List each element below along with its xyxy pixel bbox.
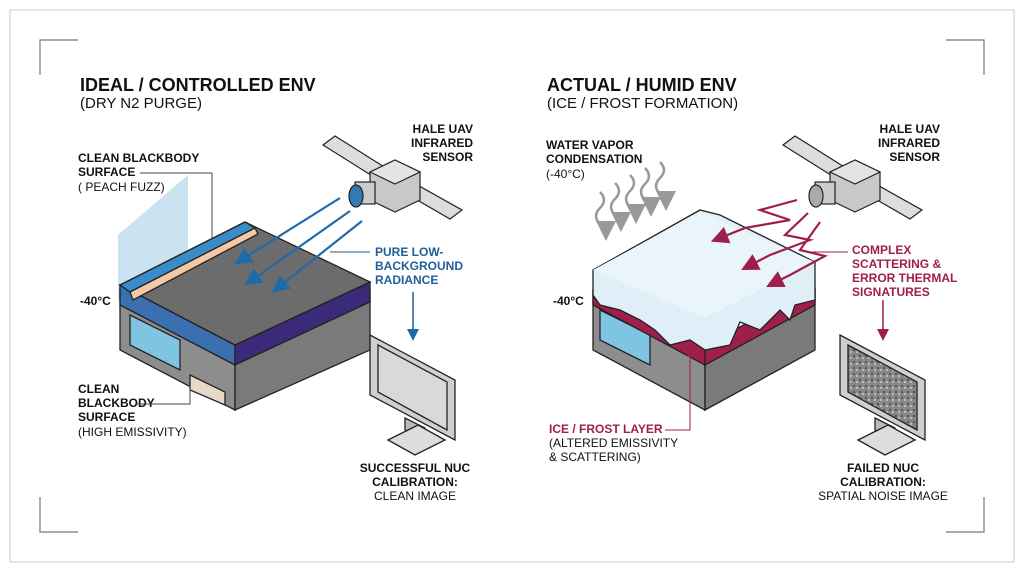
- svg-text:PURE LOW-: PURE LOW-: [375, 245, 443, 259]
- left-panel: IDEAL / CONTROLLED ENV (DRY N2 PURGE) HA…: [78, 75, 473, 503]
- svg-text:SENSOR: SENSOR: [889, 150, 940, 164]
- svg-text:SCATTERING &: SCATTERING &: [852, 257, 941, 271]
- svg-text:(ALTERED EMISSIVITY: (ALTERED EMISSIVITY: [549, 436, 678, 450]
- svg-text:CONDENSATION: CONDENSATION: [546, 152, 642, 166]
- svg-text:CALIBRATION:: CALIBRATION:: [372, 475, 458, 489]
- right-subtitle: (ICE / FROST FORMATION): [547, 95, 738, 112]
- svg-text:RADIANCE: RADIANCE: [375, 273, 438, 287]
- svg-text:SENSOR: SENSOR: [422, 150, 473, 164]
- result-label: SUCCESSFUL NUC CALIBRATION: CLEAN IMAGE: [360, 461, 471, 503]
- svg-text:BACKGROUND: BACKGROUND: [375, 259, 463, 273]
- vapor-label: WATER VAPOR CONDENSATION (-40°C): [546, 138, 642, 181]
- svg-text:CLEAN IMAGE: CLEAN IMAGE: [374, 489, 456, 503]
- svg-text:ERROR THERMAL: ERROR THERMAL: [852, 271, 957, 285]
- satellite-icon: [781, 135, 924, 220]
- svg-text:INFRARED: INFRARED: [878, 136, 940, 150]
- sensor-label: HALE UAV INFRARED SENSOR: [878, 122, 940, 164]
- svg-text:SIGNATURES: SIGNATURES: [852, 285, 930, 299]
- blackbody-block: [118, 175, 372, 412]
- svg-text:ICE / FROST LAYER: ICE / FROST LAYER: [549, 422, 663, 436]
- svg-text:( PEACH FUZZ): ( PEACH FUZZ): [78, 180, 165, 194]
- svg-text:& SCATTERING): & SCATTERING): [549, 450, 641, 464]
- svg-text:SUCCESSFUL NUC: SUCCESSFUL NUC: [360, 461, 471, 475]
- monitor-icon: [369, 333, 456, 456]
- scatter-label: COMPLEX SCATTERING & ERROR THERMAL SIGNA…: [852, 243, 957, 299]
- svg-text:CALIBRATION:: CALIBRATION:: [840, 475, 926, 489]
- satellite-icon: [321, 135, 464, 220]
- radiance-arrows: [234, 197, 363, 293]
- top-surface-label: CLEAN BLACKBODY SURFACE ( PEACH FUZZ): [78, 151, 213, 238]
- svg-text:WATER VAPOR: WATER VAPOR: [546, 138, 634, 152]
- left-title: IDEAL / CONTROLLED ENV: [80, 75, 316, 95]
- iced-block: [592, 209, 816, 412]
- left-temperature: -40°C: [80, 294, 111, 308]
- monitor-icon: [839, 333, 926, 456]
- ice-label: ICE / FROST LAYER (ALTERED EMISSIVITY & …: [549, 352, 693, 464]
- svg-text:INFRARED: INFRARED: [411, 136, 473, 150]
- svg-text:HALE UAV: HALE UAV: [880, 122, 940, 136]
- svg-text:COMPLEX: COMPLEX: [852, 243, 911, 257]
- svg-text:BLACKBODY: BLACKBODY: [78, 396, 155, 410]
- bottom-surface-label: CLEAN BLACKBODY SURFACE (HIGH EMISSIVITY…: [78, 382, 191, 439]
- result-label: FAILED NUC CALIBRATION: SPATIAL NOISE IM…: [818, 461, 948, 503]
- svg-text:SURFACE: SURFACE: [78, 165, 135, 179]
- svg-text:SURFACE: SURFACE: [78, 410, 135, 424]
- svg-text:HALE UAV: HALE UAV: [413, 122, 473, 136]
- sensor-label: HALE UAV INFRARED SENSOR: [411, 122, 473, 164]
- left-subtitle: (DRY N2 PURGE): [80, 95, 202, 112]
- scatter-arrows: [710, 198, 829, 287]
- svg-text:CLEAN BLACKBODY: CLEAN BLACKBODY: [78, 151, 199, 165]
- frame: [9, 9, 1015, 563]
- svg-text:SPATIAL NOISE IMAGE: SPATIAL NOISE IMAGE: [818, 489, 948, 503]
- right-temperature: -40°C: [553, 294, 584, 308]
- right-panel: ACTUAL / HUMID ENV (ICE / FROST FORMATIO…: [546, 75, 957, 503]
- svg-text:FAILED NUC: FAILED NUC: [847, 461, 919, 475]
- vapor-arrows: [594, 161, 676, 241]
- radiance-label: PURE LOW- BACKGROUND RADIANCE: [375, 245, 463, 287]
- svg-text:CLEAN: CLEAN: [78, 382, 119, 396]
- right-title: ACTUAL / HUMID ENV: [547, 75, 737, 95]
- svg-text:(HIGH EMISSIVITY): (HIGH EMISSIVITY): [78, 425, 187, 439]
- svg-text:(-40°C): (-40°C): [546, 167, 585, 181]
